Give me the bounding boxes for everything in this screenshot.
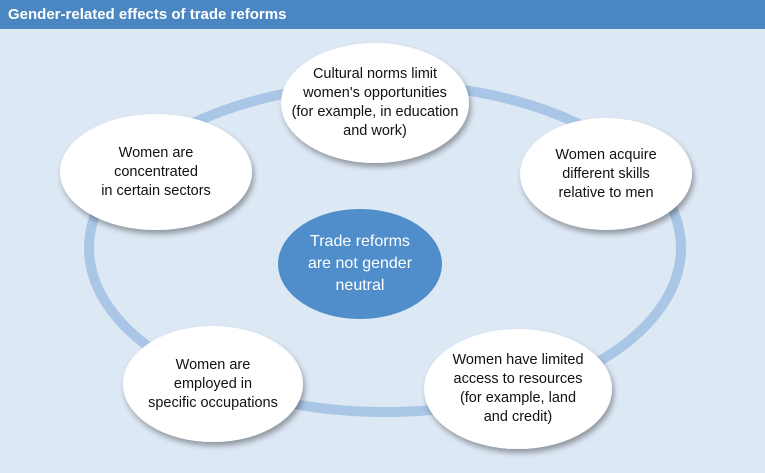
node-label-resources: Women have limited access to resources (… [452, 352, 584, 425]
node-label-occupations: Women are employed in specific occupatio… [148, 356, 278, 411]
node-ellipse-sectors [60, 114, 252, 230]
node-label-skills: Women acquire different skills relative … [555, 146, 657, 201]
center-label: Trade reforms are not gender neutral [307, 233, 413, 294]
node-ellipse-occupations [123, 326, 303, 442]
node-ellipse-cultural-norms [281, 43, 469, 163]
center-ellipse [278, 209, 442, 319]
node-ellipse-resources [424, 329, 612, 449]
node-label-sectors: Women are concentrated in certain sector… [101, 144, 211, 199]
node-ellipse-skills [520, 118, 692, 230]
figure-title: Gender-related effects of trade reforms [0, 0, 765, 29]
node-label-cultural-norms: Cultural norms limit women's opportuniti… [291, 66, 459, 139]
